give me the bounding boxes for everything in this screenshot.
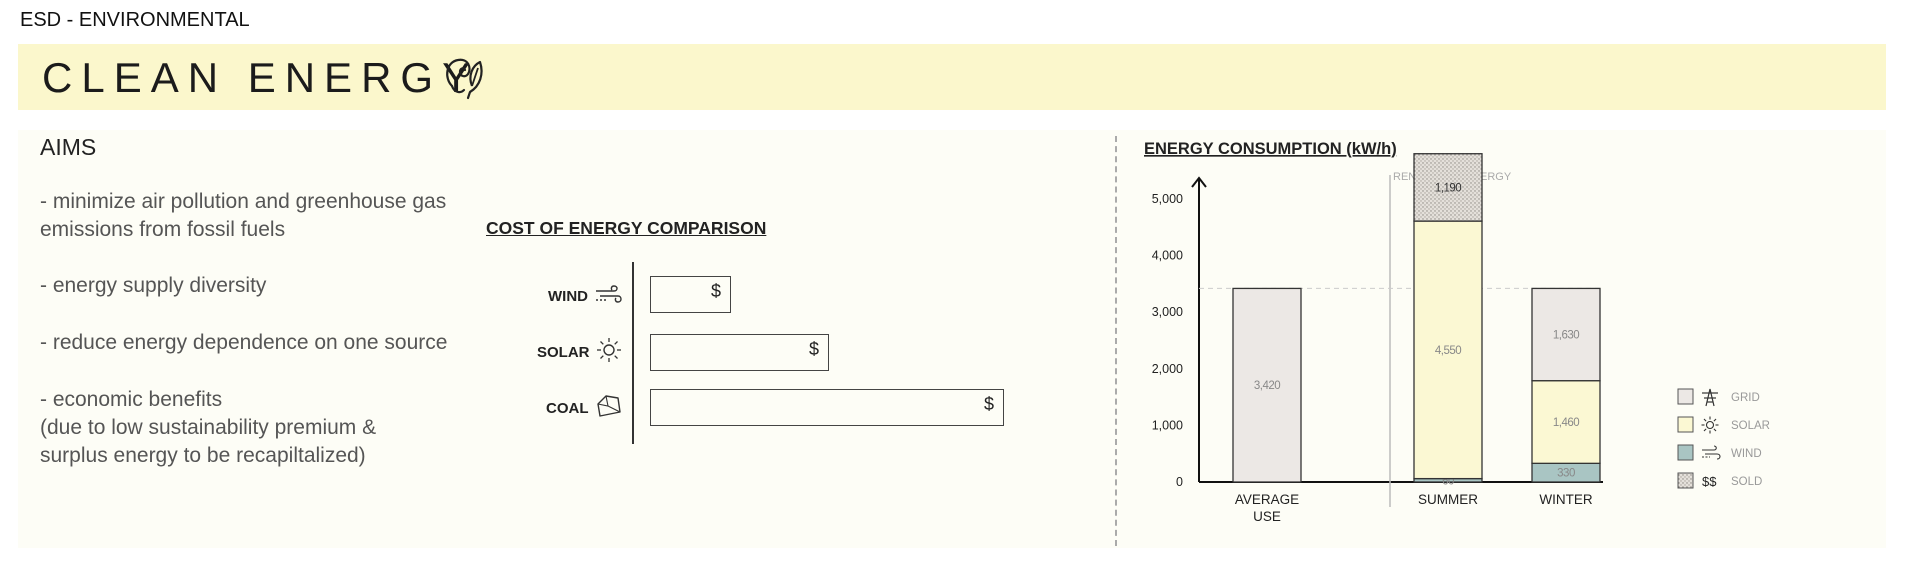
page-title: CLEAN ENERGY: [42, 54, 480, 101]
sun-icon: [597, 338, 621, 362]
title-banner: CLEAN ENERGY: [18, 44, 1886, 110]
legend-swatch-grid: [1677, 388, 1694, 405]
cost-row-label: WIND: [548, 288, 588, 305]
legend-label: WIND: [1731, 448, 1762, 460]
y-tick-label: 5,000: [1152, 192, 1183, 206]
coal-icon: [597, 395, 621, 417]
bar-segment-sold: [1413, 153, 1483, 222]
legend-label: GRID: [1731, 392, 1760, 404]
y-tick-label: 2,000: [1152, 362, 1183, 376]
aim-item: - energy supply diversity: [40, 274, 267, 297]
wind-icon: [596, 285, 622, 303]
aims-heading: AIMS: [40, 134, 97, 160]
cost-bar-wind: $: [650, 276, 731, 313]
legend-swatch-wind: [1677, 444, 1694, 461]
legend-swatch-solar: [1677, 416, 1694, 433]
x-category-label: AVERAGE: [1235, 492, 1299, 507]
cost-comparison-title: COST OF ENERGY COMPARISON: [486, 218, 767, 238]
content-panel: AIMS - minimize air pollution and greenh…: [18, 130, 1886, 548]
y-tick-label: 3,000: [1152, 305, 1183, 319]
cost-row-label: COAL: [546, 400, 589, 417]
x-category-label: USE: [1253, 509, 1281, 524]
bar-data-label: 330: [1557, 468, 1575, 480]
ear-leaf-icon: [446, 58, 483, 100]
bar-data-label: 1,630: [1553, 330, 1579, 342]
cost-row-label: SOLAR: [537, 344, 590, 361]
y-tick-label: 0: [1176, 475, 1183, 489]
legend-label: SOLD: [1731, 476, 1762, 488]
y-axis-arrow: [1191, 176, 1207, 188]
cost-bar-value: $: [808, 339, 819, 359]
legend-swatch-sold: [1677, 472, 1694, 489]
cost-bar-value: $: [983, 394, 994, 414]
aim-item: - minimize air pollution and greenhouse …: [40, 190, 447, 241]
x-category-label: WINTER: [1539, 492, 1592, 507]
wind-icon: [1702, 445, 1721, 460]
legend-label: SOLAR: [1731, 420, 1770, 432]
bar-segment-solar: [1531, 380, 1601, 464]
y-tick-label: 1,000: [1152, 418, 1183, 432]
section-divider: [1115, 136, 1117, 546]
bar-data-label: 1,190: [1435, 182, 1461, 194]
bar-data-label: 3,420: [1254, 380, 1280, 392]
y-tick-label: 4,000: [1152, 249, 1183, 263]
aim-item: - reduce energy dependence on one source: [40, 331, 448, 354]
pylon-icon: [1702, 388, 1718, 407]
bar-segment-grid: [1232, 287, 1302, 483]
x-category-label: SUMMER: [1418, 492, 1478, 507]
dollar-icon: $$: [1702, 474, 1717, 489]
bar-data-label: 1,460: [1553, 417, 1579, 429]
page-section-label: ESD - ENVIRONMENTAL: [20, 9, 250, 31]
cost-axis-line: [632, 262, 634, 444]
bar-segment-solar: [1413, 220, 1483, 480]
aim-item: - economic benefits (due to low sustaina…: [40, 388, 377, 467]
sun-icon: [1701, 416, 1719, 434]
cost-bar-value: $: [710, 281, 721, 301]
chart-title: ENERGY CONSUMPTION (kW/h): [1144, 140, 1397, 158]
bar-data-label: 4,550: [1435, 345, 1461, 357]
energy-consumption-chart: ENERGY CONSUMPTION (kW/h) 5,000 4,000 3,00…: [1144, 140, 1770, 524]
cost-bar-solar: $: [650, 334, 829, 371]
bar-segment-grid: [1531, 287, 1601, 382]
cost-bar-coal: $: [650, 389, 1004, 426]
